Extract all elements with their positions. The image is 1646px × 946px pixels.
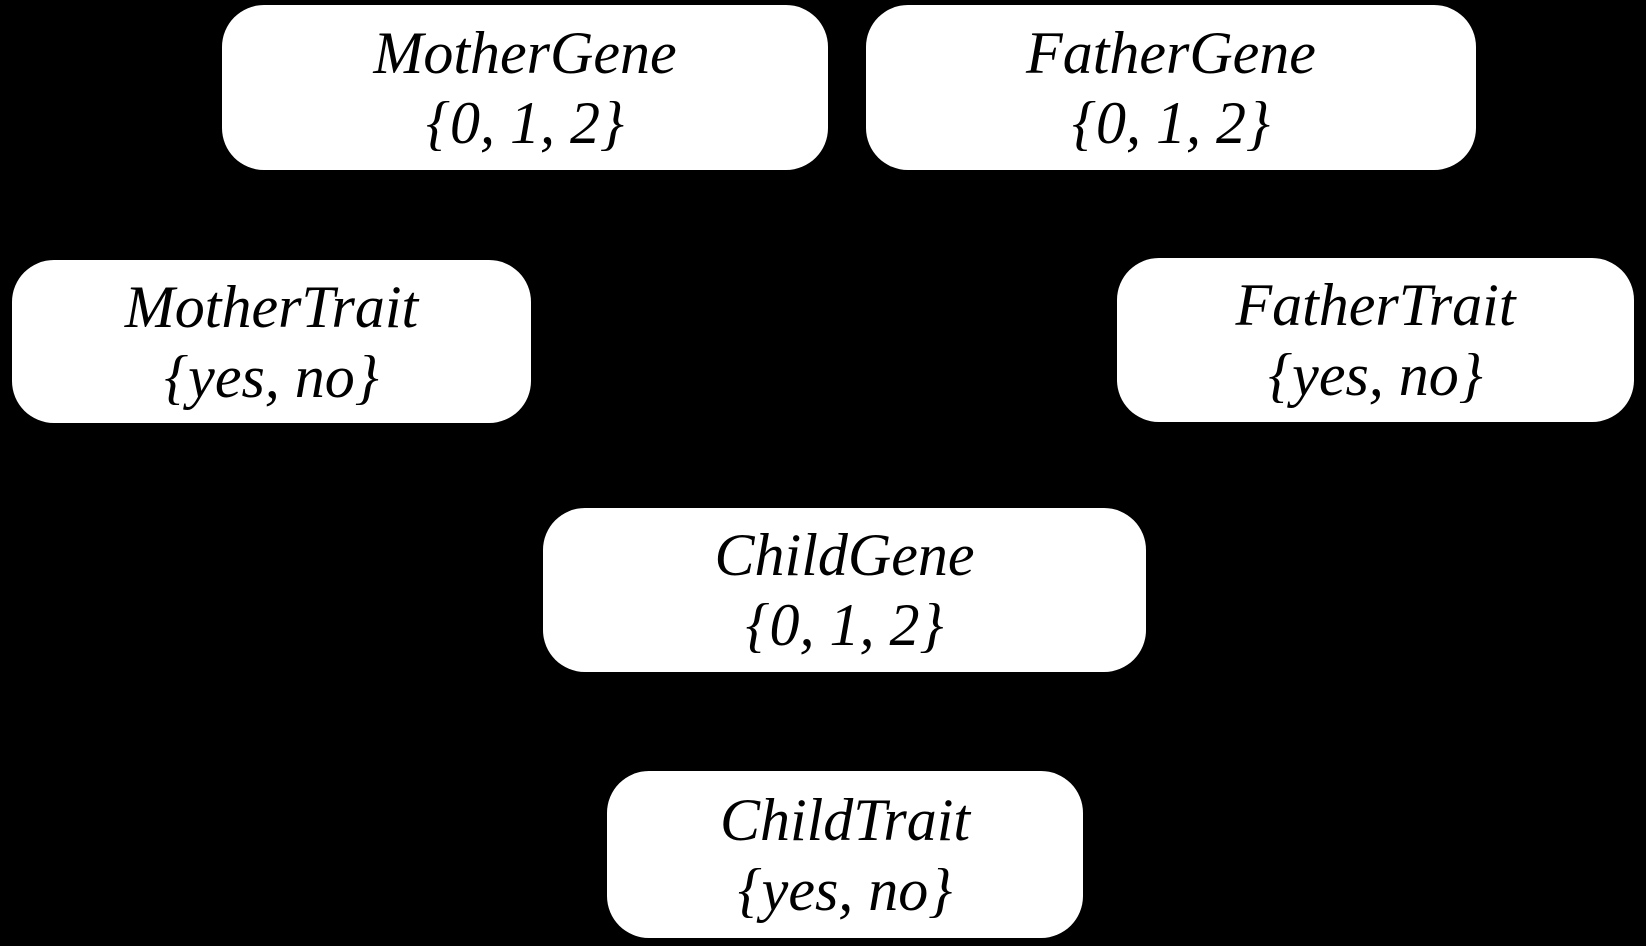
node-mother-gene-domain: {0, 1, 2} [426,89,624,156]
node-child-trait: ChildTrait {yes, no} [607,771,1083,938]
node-father-gene-domain: {0, 1, 2} [1072,89,1270,156]
node-mother-trait-label: MotherTrait [124,273,419,340]
node-child-trait-label: ChildTrait [719,786,971,853]
node-mother-trait-domain: {yes, no} [164,343,379,410]
node-child-trait-domain: {yes, no} [737,856,953,923]
node-father-trait-domain: {yes, no} [1268,342,1483,408]
node-father-gene-label: FatherGene [1026,19,1316,86]
node-father-trait-label: FatherTrait [1235,272,1516,338]
node-father-trait: FatherTrait {yes, no} [1117,258,1634,422]
node-child-gene-label: ChildGene [714,522,975,588]
node-child-gene: ChildGene {0, 1, 2} [543,508,1146,672]
node-mother-trait: MotherTrait {yes, no} [12,260,531,423]
node-child-gene-domain: {0, 1, 2} [745,592,944,658]
node-mother-gene-label: MotherGene [373,19,677,86]
node-mother-gene: MotherGene {0, 1, 2} [222,5,828,170]
node-father-gene: FatherGene {0, 1, 2} [866,5,1476,170]
